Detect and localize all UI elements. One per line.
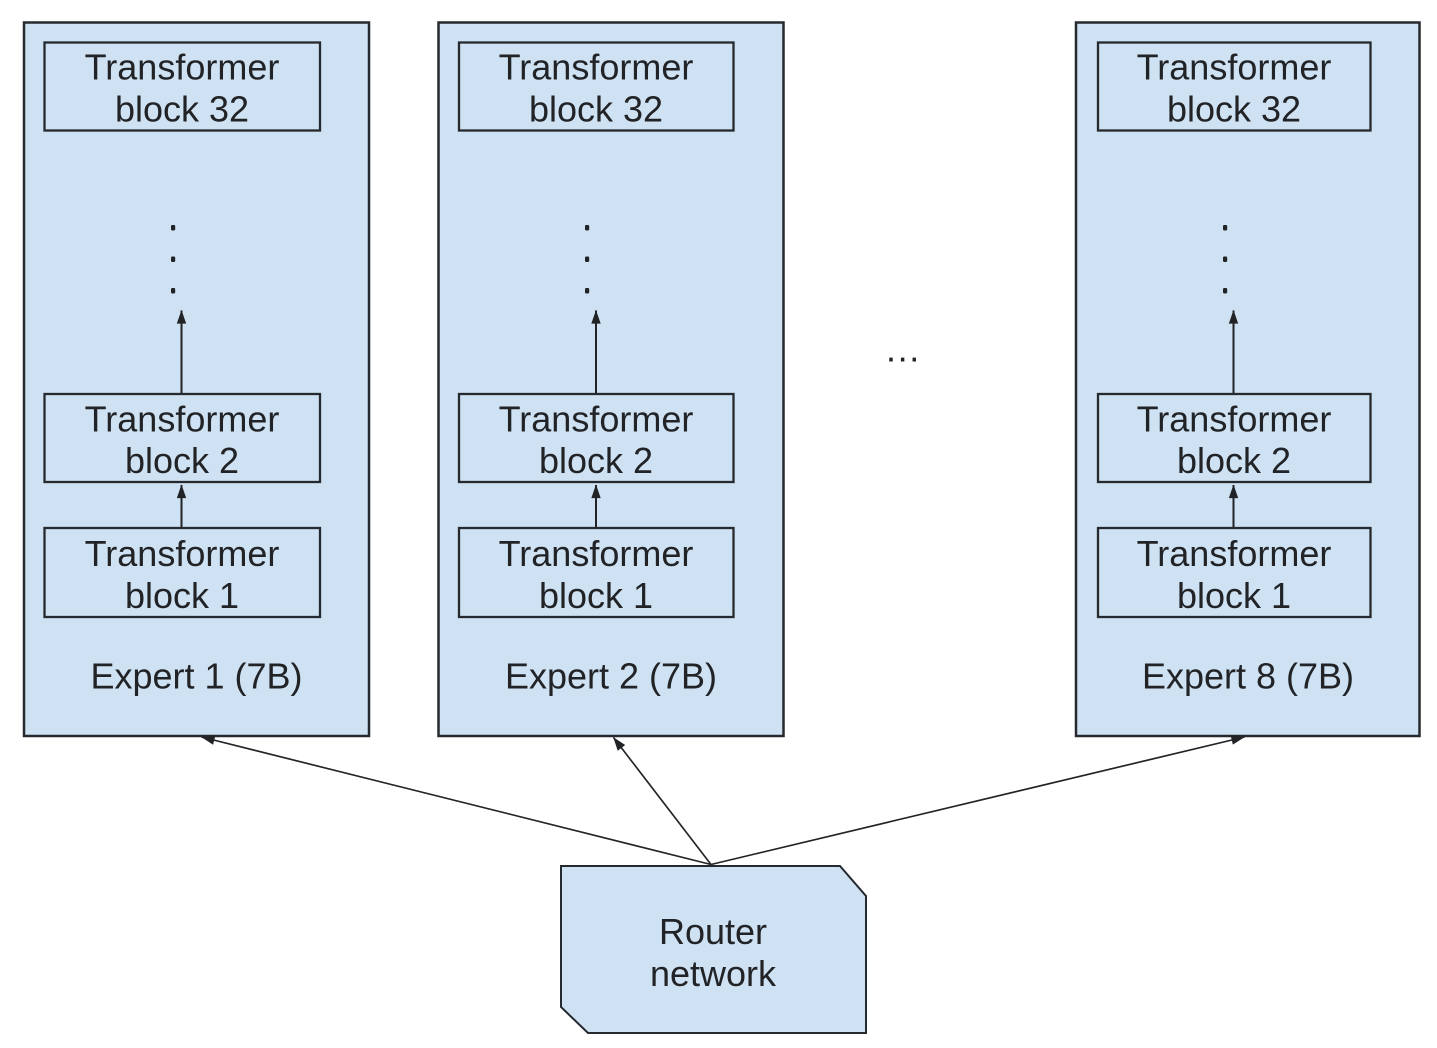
svg-text:Transformer: Transformer bbox=[85, 399, 280, 440]
svg-text:Router: Router bbox=[659, 911, 767, 952]
svg-text:Transformer: Transformer bbox=[499, 47, 694, 88]
svg-text:block 2: block 2 bbox=[539, 440, 653, 481]
svg-text:Transformer: Transformer bbox=[85, 47, 280, 88]
svg-text:Expert 1 (7B): Expert 1 (7B) bbox=[90, 656, 302, 697]
svg-text:block 2: block 2 bbox=[1177, 440, 1291, 481]
svg-text:block 32: block 32 bbox=[1167, 89, 1301, 130]
svg-text:Transformer: Transformer bbox=[1137, 399, 1332, 440]
svg-text:Transformer: Transformer bbox=[1137, 533, 1332, 574]
svg-text:Transformer: Transformer bbox=[1137, 47, 1332, 88]
svg-text:...: ... bbox=[886, 329, 921, 370]
svg-text:block 1: block 1 bbox=[125, 575, 239, 616]
svg-text:block 2: block 2 bbox=[125, 440, 239, 481]
svg-text:block 1: block 1 bbox=[539, 575, 653, 616]
svg-text:Transformer: Transformer bbox=[499, 399, 694, 440]
svg-text:Expert 2 (7B): Expert 2 (7B) bbox=[505, 656, 717, 697]
svg-text:block 32: block 32 bbox=[115, 89, 249, 130]
svg-text:network: network bbox=[650, 953, 777, 994]
svg-text:Transformer: Transformer bbox=[499, 533, 694, 574]
svg-text:block 32: block 32 bbox=[529, 89, 663, 130]
svg-text:Expert 8 (7B): Expert 8 (7B) bbox=[1142, 656, 1354, 697]
svg-text:Transformer: Transformer bbox=[85, 533, 280, 574]
svg-text:block 1: block 1 bbox=[1177, 575, 1291, 616]
